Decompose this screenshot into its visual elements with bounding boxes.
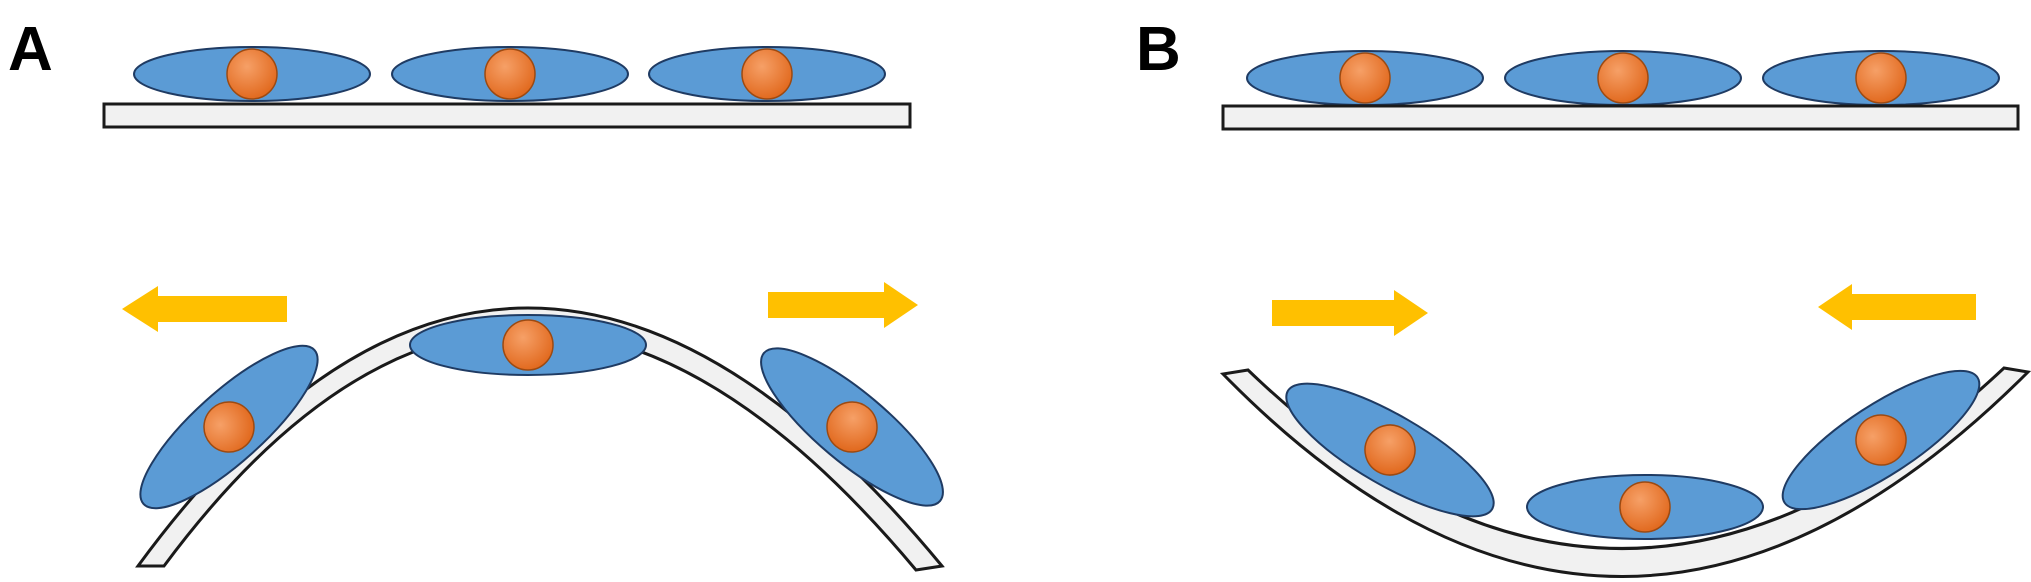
- flat-substrate: [102, 102, 912, 129]
- nucleus: [1364, 424, 1416, 476]
- cell: [1781, 369, 1981, 511]
- panel-b: B: [1136, 15, 2031, 578]
- panel-label-b: B: [1136, 15, 1181, 84]
- arrow-right-icon: [768, 282, 918, 328]
- nucleus: [741, 48, 793, 100]
- cell: [1285, 382, 1495, 518]
- nucleus: [1339, 52, 1391, 104]
- cell: [139, 344, 319, 510]
- convex-substrate: [135, 306, 945, 572]
- nucleus: [1597, 52, 1649, 104]
- flat-substrate: [1221, 104, 2020, 131]
- nucleus: [203, 401, 255, 453]
- arrow-right-icon: [1272, 290, 1428, 336]
- cell: [409, 314, 647, 376]
- nucleus: [1855, 414, 1907, 466]
- arrow-left-icon: [1818, 284, 1976, 330]
- nucleus: [226, 48, 278, 100]
- nucleus: [1619, 481, 1671, 533]
- cell: [133, 46, 371, 102]
- nucleus: [826, 401, 878, 453]
- cell: [391, 46, 629, 102]
- cell: [760, 347, 944, 507]
- nucleus: [1855, 52, 1907, 104]
- panel-a: A: [8, 15, 945, 572]
- panel-label-a: A: [8, 15, 53, 84]
- concave-substrate: [1219, 366, 2031, 578]
- cell: [1246, 50, 1484, 106]
- cell: [1504, 50, 1742, 106]
- cell: [648, 46, 886, 102]
- cell: [1762, 50, 2000, 106]
- flat-substrate-group-b: [1221, 50, 2020, 131]
- cell: [1526, 474, 1764, 540]
- nucleus: [502, 319, 554, 371]
- nucleus: [484, 48, 536, 100]
- flat-substrate-group-a: [102, 46, 912, 129]
- arrow-left-icon: [122, 286, 287, 332]
